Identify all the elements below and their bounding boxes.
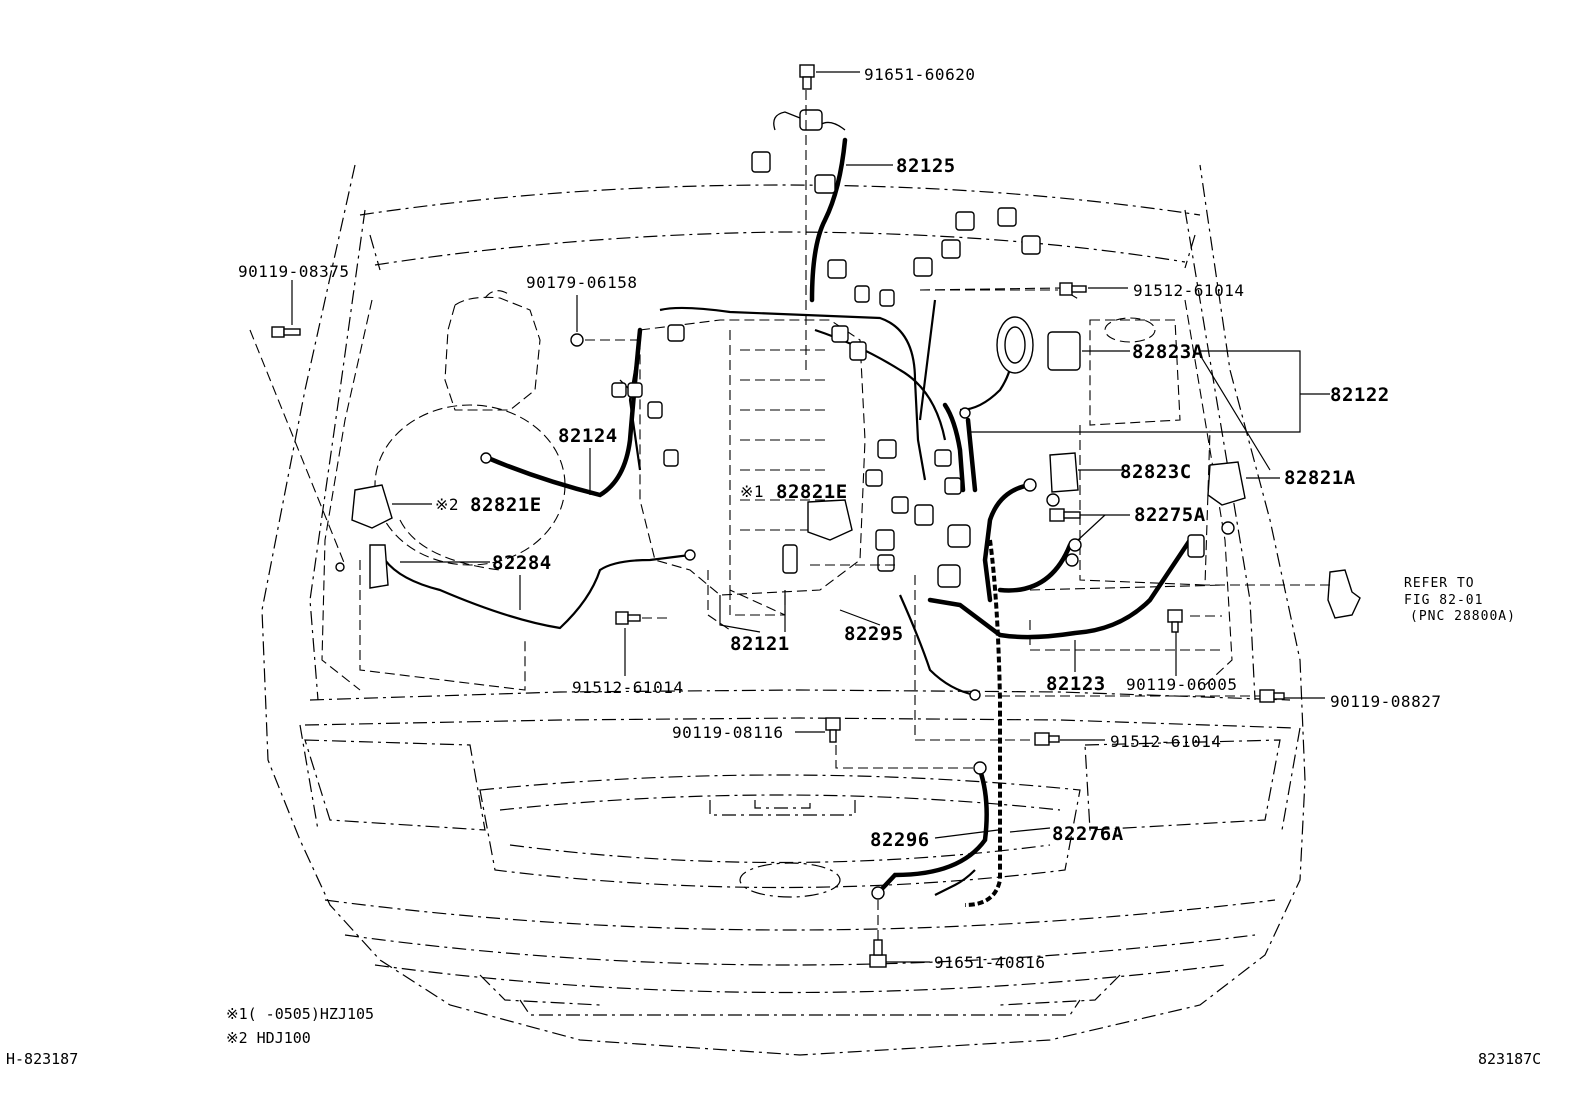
label-82823C: 82823C xyxy=(1120,461,1192,483)
reference-line-1: REFER TO xyxy=(1404,576,1475,591)
bolt-icon xyxy=(1259,689,1285,703)
part-number-labels: 91651-60620 82125 90119-08375 90179-0615… xyxy=(238,65,1441,972)
footer: H-823187 823187C xyxy=(6,1050,1541,1068)
bolt-icon xyxy=(825,717,841,743)
vehicle-body-outline xyxy=(261,164,1306,1056)
wire-harnesses xyxy=(335,109,1361,907)
referenced-part-icon xyxy=(1327,569,1361,619)
bolt-icon xyxy=(615,611,641,625)
variant-mark-2: ※2 xyxy=(435,495,459,514)
relay-82823C xyxy=(1049,452,1079,493)
drawing-code-right: 823187C xyxy=(1478,1050,1541,1068)
sensor-82821E-left xyxy=(351,484,393,529)
engine-components xyxy=(359,287,1226,691)
relay-82823A xyxy=(1047,331,1081,371)
label-90119-08827: 90119-08827 xyxy=(1330,692,1441,711)
label-82295: 82295 xyxy=(844,623,904,645)
reference-line-2: FIG 82-01 xyxy=(1404,593,1483,608)
bolt-icon xyxy=(1059,282,1087,296)
reference-note: REFER TO FIG 82-01 (PNC 28800A) xyxy=(1404,576,1516,624)
label-82821A: 82821A xyxy=(1284,467,1356,489)
label-82124: 82124 xyxy=(558,425,618,447)
label-90119-08116: 90119-08116 xyxy=(672,723,783,742)
bolt-icon xyxy=(1034,732,1060,746)
bolt-icon xyxy=(869,939,887,968)
label-82123: 82123 xyxy=(1046,673,1106,695)
bolt-icon xyxy=(799,64,815,90)
label-82821E-center: 82821E xyxy=(776,481,848,503)
label-82823A: 82823A xyxy=(1132,341,1204,363)
variant-mark-1: ※1 xyxy=(740,482,764,501)
note-variant-1: ※1( -0505)HZJ105 xyxy=(226,1005,374,1023)
reference-line-3: (PNC 28800A) xyxy=(1410,609,1516,624)
label-82276A: 82276A xyxy=(1052,823,1124,845)
leader-lines xyxy=(249,71,1330,963)
label-82122: 82122 xyxy=(1330,384,1390,406)
label-91651-60620: 91651-60620 xyxy=(864,65,975,84)
label-90119-06005: 90119-06005 xyxy=(1126,675,1237,694)
label-90179-06158: 90179-06158 xyxy=(526,273,637,292)
label-82284: 82284 xyxy=(492,552,552,574)
fasteners xyxy=(271,64,1285,968)
label-91651-40816: 91651-40816 xyxy=(934,953,1045,972)
label-91512-61014-top: 91512-61014 xyxy=(1133,281,1244,300)
note-variant-2: ※2 HDJ100 xyxy=(226,1029,311,1047)
label-91512-61014-left: 91512-61014 xyxy=(572,678,683,697)
sensor-82821A xyxy=(1207,461,1246,506)
sensor-82821E-center xyxy=(807,499,853,541)
label-82121: 82121 xyxy=(730,633,790,655)
harness-82125 xyxy=(809,137,848,303)
label-82821E-left: 82821E xyxy=(470,494,542,516)
label-90119-08375: 90119-08375 xyxy=(238,262,349,281)
label-82275A: 82275A xyxy=(1134,504,1206,526)
variant-notes: ※1( -0505)HZJ105 ※2 HDJ100 xyxy=(226,1005,374,1047)
label-82125: 82125 xyxy=(896,155,956,177)
bolt-icon xyxy=(271,326,301,338)
drawing-code-left: H-823187 xyxy=(6,1050,78,1068)
label-82296: 82296 xyxy=(870,829,930,851)
bolt-icon xyxy=(1167,609,1183,633)
label-91512-61014-right: 91512-61014 xyxy=(1110,732,1221,751)
bolt-icon xyxy=(1049,508,1081,522)
